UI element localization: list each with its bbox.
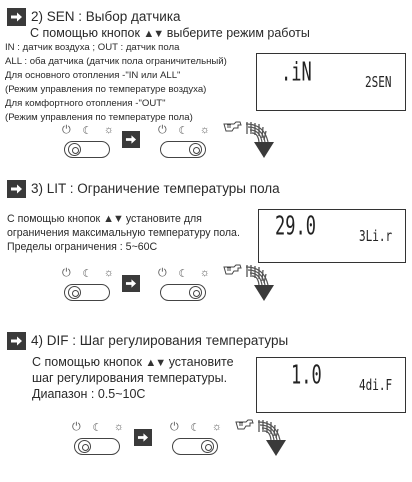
sen-desc-3: Для основного отопления -"IN или ALL" (5, 70, 181, 81)
dif-control-before: ⏻ ☾ ☼ (70, 421, 124, 461)
mode-switch[interactable] (172, 438, 218, 455)
lit-line-3: Пределы ограничения : 5~60С (7, 241, 158, 253)
switch-knob (68, 143, 81, 156)
switch-knob (68, 286, 81, 299)
dif-line-2: шаг регулирования температуры. (32, 371, 228, 385)
sen-control-after: ⏻ ☾ ☼ (156, 124, 210, 164)
sen-desc-4: (Режим управления по температуре воздуха… (5, 84, 207, 95)
sen-desc-2: ALL : оба датчика (датчик пола ограничит… (5, 56, 227, 67)
sen-line-mode-tail: выберите режим работы (166, 26, 310, 40)
mode-switch[interactable] (64, 284, 110, 301)
lit-line-1-tail: установите для (125, 213, 202, 225)
sen-desc-6: (Режим управления по температуре пола) (5, 112, 193, 123)
arrow-right-icon (10, 11, 23, 23)
dif-line-3: Диапазон : 0.5~10С (32, 387, 146, 401)
section-arrow-icon (7, 8, 26, 26)
mode-switch[interactable] (74, 438, 120, 455)
lit-control-after: ⏻ ☾ ☼ (156, 267, 210, 307)
power-icon: ⏻ (158, 124, 167, 136)
sen-lcd-main: .iN (281, 58, 312, 88)
sun-icon: ☼ (199, 124, 210, 136)
sen-lcd-display: .iN 2SEN (256, 53, 406, 111)
sen-lcd-sub: 2SEN (365, 72, 392, 91)
power-icon: ⏻ (72, 421, 81, 433)
section-dif-heading: 4) DIF : Шаг регулирования температуры (31, 333, 289, 348)
up-down-icon: ▲▼ (143, 28, 164, 40)
sen-desc-5: Для комфортного отопления -"OUT" (5, 98, 166, 109)
arrow-right-icon (10, 183, 23, 195)
dif-control-after: ⏻ ☾ ☼ (168, 421, 222, 461)
next-step-arrow-icon (122, 131, 140, 148)
dif-lcd-main: 1.0 (291, 361, 322, 391)
sun-icon: ☼ (113, 421, 124, 433)
sen-control-before: ⏻ ☾ ☼ (60, 124, 114, 164)
arrow-right-icon (125, 278, 137, 289)
up-down-icon: ▲▼ (103, 213, 124, 225)
dif-lcd-sub: 4di.F (359, 375, 393, 394)
dif-line-1-head: С помощью кнопок (32, 355, 142, 369)
moon-icon: ☾ (82, 268, 93, 280)
hand-pointer-icon (222, 263, 284, 307)
up-down-icon: ▲▼ (145, 357, 166, 369)
sen-desc-1: IN : датчик воздуха ; OUT : датчик пола (5, 42, 180, 53)
dif-line-1: С помощью кнопок ▲▼ установите (32, 355, 234, 369)
hand-pointer-icon (234, 418, 296, 462)
lit-line-2: ограничения максимальную температуру пол… (7, 227, 240, 239)
moon-icon: ☾ (178, 125, 189, 137)
dif-line-1-tail: установите (168, 355, 234, 369)
arrow-right-icon (10, 335, 23, 347)
switch-knob (189, 143, 202, 156)
lit-lcd-main: 29.0 (275, 212, 316, 242)
hand-pointer-icon (222, 120, 284, 164)
dif-lcd-display: 1.0 4di.F (256, 357, 406, 413)
sun-icon: ☼ (199, 267, 210, 279)
sun-icon: ☼ (103, 267, 114, 279)
power-icon: ⏻ (158, 267, 167, 279)
section-sen-heading: 2) SEN : Выбор датчика (31, 9, 181, 24)
arrow-right-icon (137, 432, 149, 443)
section-arrow-icon (7, 332, 26, 350)
next-step-arrow-icon (134, 429, 152, 446)
moon-icon: ☾ (178, 268, 189, 280)
section-arrow-icon (7, 180, 26, 198)
arrow-right-icon (125, 134, 137, 145)
switch-knob (201, 440, 214, 453)
lit-lcd-sub: 3Li.r (359, 226, 393, 245)
power-icon: ⏻ (62, 124, 71, 136)
lit-line-1: С помощью кнопок ▲▼ установите для (7, 213, 202, 225)
mode-switch[interactable] (160, 284, 206, 301)
moon-icon: ☾ (190, 422, 201, 434)
power-icon: ⏻ (62, 267, 71, 279)
section-lit-heading: 3) LIT : Ограничение температуры пола (31, 181, 280, 196)
lit-lcd-display: 29.0 3Li.r (258, 209, 406, 263)
switch-knob (189, 286, 202, 299)
lit-line-1-head: С помощью кнопок (7, 213, 101, 225)
next-step-arrow-icon (122, 275, 140, 292)
switch-knob (78, 440, 91, 453)
power-icon: ⏻ (170, 421, 179, 433)
moon-icon: ☾ (92, 422, 103, 434)
mode-switch[interactable] (160, 141, 206, 158)
sun-icon: ☼ (103, 124, 114, 136)
sun-icon: ☼ (211, 421, 222, 433)
moon-icon: ☾ (82, 125, 93, 137)
mode-switch[interactable] (64, 141, 110, 158)
lit-control-before: ⏻ ☾ ☼ (60, 267, 114, 307)
sen-line-mode: С помощью кнопок ▲▼ выберите режим работ… (30, 26, 310, 40)
sen-line-mode-head: С помощью кнопок (30, 26, 140, 40)
